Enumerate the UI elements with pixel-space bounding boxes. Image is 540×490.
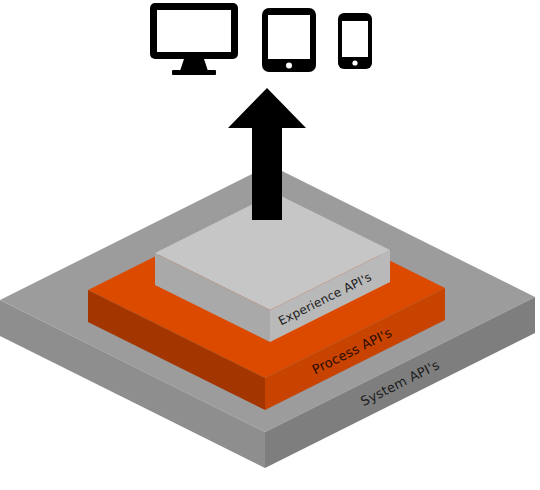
phone-icon — [338, 13, 372, 69]
system-layer: System API'sProcess API'sExperience API'… — [0, 165, 540, 470]
monitor-icon — [150, 3, 238, 75]
tablet-icon — [262, 8, 316, 72]
process-layer: Process API'sExperience API's — [88, 200, 446, 412]
slab-shape — [155, 188, 391, 344]
experience-layer: Experience API's — [155, 188, 391, 344]
